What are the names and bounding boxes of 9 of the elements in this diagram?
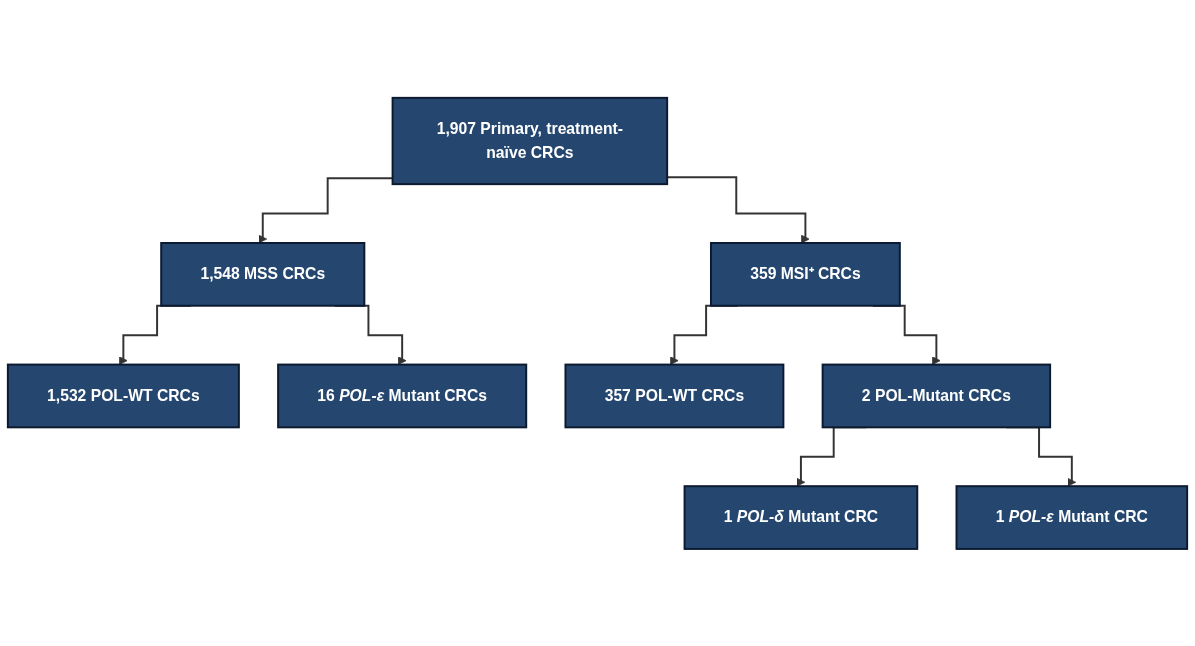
node-box: 2 POL-Mutant CRCs [821,363,1052,428]
node-box: 1,907 Primary, treatment-naïve CRCs [391,96,669,185]
node-box: 1 POL-δ Mutant CRC [683,484,919,550]
node-box: 1,532 POL-WT CRCs [6,363,240,428]
node-box: 1 POL-ε Mutant CRC [955,484,1189,550]
node-box: 359 MSI⁺ CRCs [710,241,901,307]
node-box: 16 POL-ε Mutant CRCs [277,363,528,428]
node-box: 1,548 MSS CRCs [160,241,366,307]
node-box: 357 POL-WT CRCs [564,363,785,428]
